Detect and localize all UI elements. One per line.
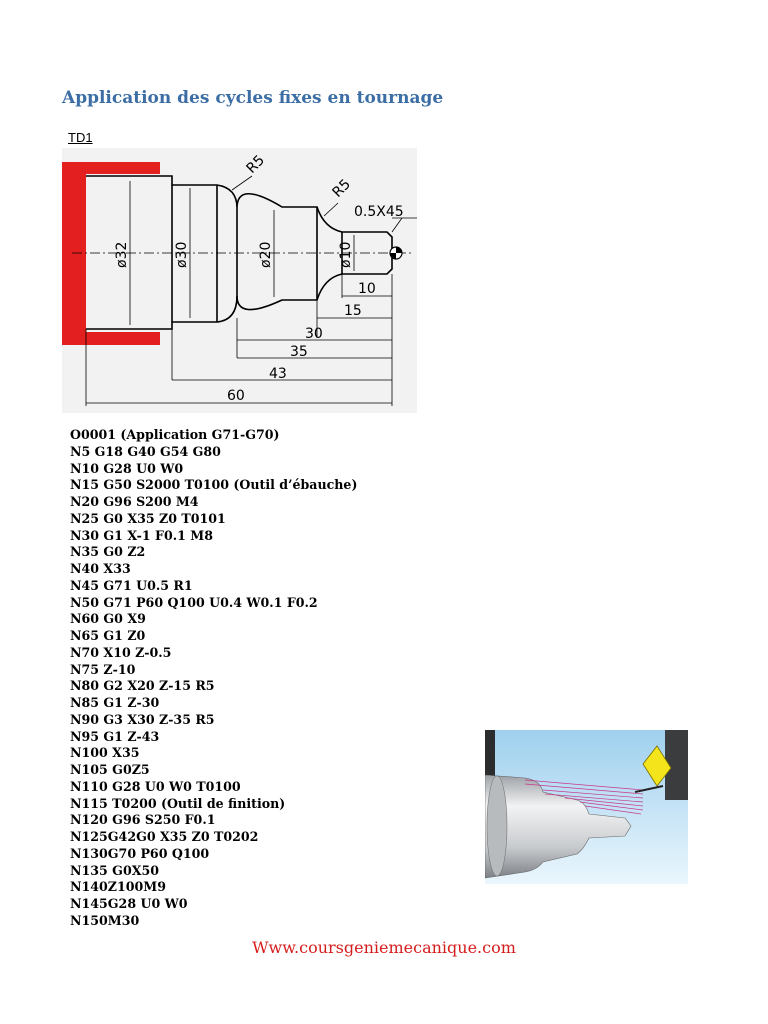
dim-diameter-10: ø10 <box>338 242 354 268</box>
program-line: N95 G1 Z-43 <box>70 728 160 744</box>
workpiece <box>485 774 632 879</box>
dim-length-43: 43 <box>269 366 287 382</box>
exercise-label: TD1 <box>68 130 93 145</box>
website-link[interactable]: Www.coursgeniemecanique.com <box>252 938 516 957</box>
program-line: N130G70 P60 Q100 <box>70 845 210 861</box>
program-line: N150M30 <box>70 912 140 928</box>
program-line: N120 G96 S250 F0.1 <box>70 812 216 828</box>
program-line: N100 X35 <box>70 745 140 761</box>
program-line: N10 G28 U0 W0 <box>70 460 184 476</box>
program-line: N65 G1 Z0 <box>70 628 146 643</box>
program-line: N90 G3 X30 Z-35 R5 <box>70 711 215 727</box>
chuck-upper-jaw <box>62 162 160 343</box>
program-line: N140Z100M9 <box>70 879 166 895</box>
program-line: N5 G18 G40 G54 G80 <box>70 443 221 459</box>
dim-length-30: 30 <box>305 326 323 342</box>
program-line: N15 G50 S2000 T0100 (Outil d’ébauche) <box>70 477 358 493</box>
toolpath-lines <box>524 779 644 815</box>
program-line: N110 G28 U0 W0 T0100 <box>70 778 241 794</box>
program-line: N40 X33 <box>70 561 131 576</box>
program-line: N145G28 U0 W0 <box>70 896 188 911</box>
tool-insert <box>642 745 672 787</box>
cnc-program: O0001 (Application G71-G70) N5 G18 G40 G… <box>70 427 357 930</box>
part-drawing: ø32 ø30 ø20 ø10 R5 R5 0.5X45 10 15 30 35… <box>62 148 417 413</box>
dim-chamfer: 0.5X45 <box>354 204 404 220</box>
dim-length-10: 10 <box>358 281 376 297</box>
program-line: N80 G2 X20 Z-15 R5 <box>70 678 215 694</box>
simulation-render <box>485 730 688 884</box>
program-line: N125G42G0 X35 Z0 T0202 <box>70 829 259 844</box>
dim-diameter-32: ø32 <box>114 242 130 268</box>
chuck-lower-jaw <box>62 332 160 345</box>
dim-length-35: 35 <box>290 344 308 360</box>
program-line: N35 G0 Z2 <box>70 544 146 560</box>
program-line: N25 G0 X35 Z0 T0101 <box>70 510 226 526</box>
program-line: N115 T0200 (Outil de finition) <box>70 795 286 811</box>
dim-length-15: 15 <box>344 303 362 319</box>
program-line: N30 G1 X-1 F0.1 M8 <box>70 527 213 543</box>
dim-length-60: 60 <box>227 388 245 404</box>
program-line: N20 G96 S200 M4 <box>70 494 199 509</box>
program-line: N85 G1 Z-30 <box>70 695 160 710</box>
program-line: N105 G0Z5 <box>70 762 150 777</box>
page-title: Application des cycles fixes en tournage <box>62 88 444 108</box>
dim-diameter-20: ø20 <box>258 242 274 268</box>
program-line: N75 Z-10 <box>70 661 136 677</box>
program-line: N70 X10 Z-0.5 <box>70 644 172 660</box>
dim-diameter-30: ø30 <box>174 242 190 268</box>
program-line: N50 G71 P60 Q100 U0.4 W0.1 F0.2 <box>70 594 318 610</box>
program-line: O0001 (Application G71-G70) <box>70 427 280 442</box>
program-line: N45 G71 U0.5 R1 <box>70 577 193 593</box>
program-line: N60 G0 X9 <box>70 611 146 627</box>
program-line: N135 G0X50 <box>70 862 159 878</box>
